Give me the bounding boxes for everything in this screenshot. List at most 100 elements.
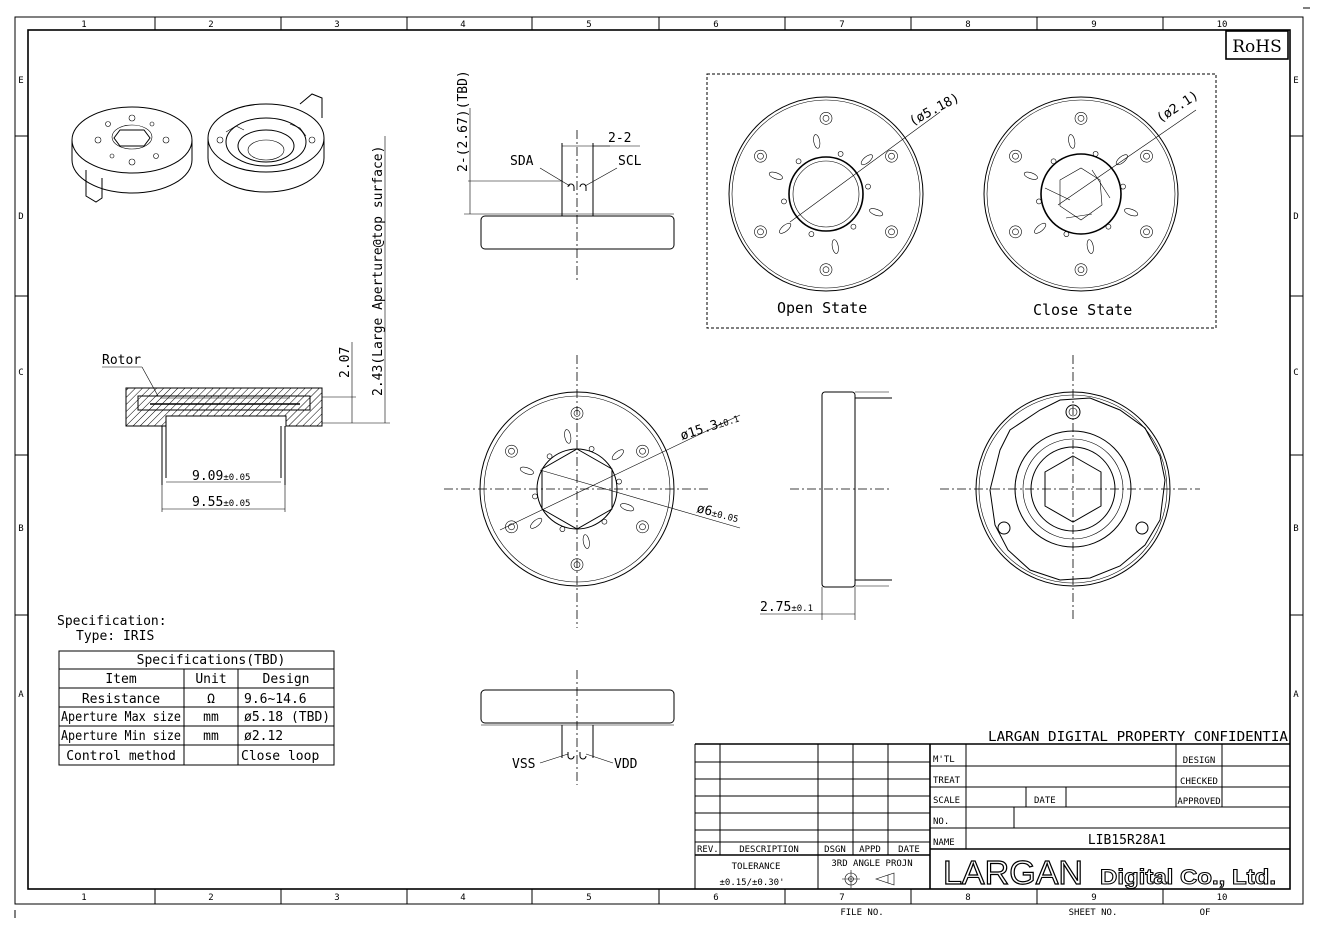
col-label: 2 xyxy=(208,20,213,30)
rotor-label: Rotor xyxy=(102,353,141,368)
mount-hole-icon xyxy=(636,520,649,534)
mtl-label: M'TL xyxy=(933,755,955,765)
col-label: 10 xyxy=(1217,20,1228,30)
file-no-label: FILE NO. xyxy=(840,908,883,918)
side-view-top: 2-(2.67)(TBD) 2-2 SDA SCL xyxy=(456,70,675,280)
treat-label: TREAT xyxy=(933,776,961,786)
mount-hole-icon xyxy=(570,558,584,571)
slot-icon xyxy=(860,154,873,166)
col-label: 6 xyxy=(713,893,718,903)
sheet-no-label: SHEET NO. xyxy=(1069,908,1118,918)
spec-cell: 9.6~14.6 xyxy=(244,692,307,707)
state-views: (ø5.18) Open State (ø2.1) Close State xyxy=(706,73,1217,329)
section-view: 9.09±0.05 9.55±0.05 Rotor 2.07 2.43(Larg… xyxy=(102,136,390,512)
mount-hole-icon xyxy=(1009,149,1022,163)
vdd-label: VDD xyxy=(614,757,638,772)
part-number: LIB15R28A1 xyxy=(1088,833,1166,848)
pin-hole-icon xyxy=(559,526,566,532)
vss-label: VSS xyxy=(512,757,535,772)
mount-hole-icon xyxy=(1012,228,1019,236)
slot-icon xyxy=(1023,171,1038,180)
col-label: 9 xyxy=(1091,20,1096,30)
row-labels: E D C B A E D C B A xyxy=(18,76,1299,700)
dim-275: 2.75±0.1 xyxy=(760,600,813,615)
row-label: E xyxy=(1293,76,1298,86)
dim-909: 9.09±0.05 xyxy=(192,469,250,484)
no-label: NO. xyxy=(933,817,949,827)
mount-hole-icon xyxy=(1077,266,1085,273)
slot-icon xyxy=(768,171,783,180)
close-dia-label: (ø2.1) xyxy=(1154,88,1202,126)
col-label: 5 xyxy=(586,893,591,903)
row-label: C xyxy=(1293,368,1298,378)
mount-hole-icon xyxy=(888,152,895,160)
mount-hole-icon xyxy=(1074,112,1088,125)
mount-hole-icon xyxy=(570,407,584,420)
dim-153: ø15.3±0.1 xyxy=(679,411,741,444)
sheet-border xyxy=(14,7,1310,918)
confidential-notice: LARGAN DIGITAL PROPERTY CONFIDENTIA xyxy=(988,730,1288,745)
dim-955: 9.55±0.05 xyxy=(192,495,250,510)
row-label: B xyxy=(18,524,23,534)
pin-hole-icon xyxy=(781,198,787,205)
slot-icon xyxy=(1068,134,1076,149)
mount-hole-icon xyxy=(885,225,898,239)
slot-icon xyxy=(831,239,839,254)
slot-icon xyxy=(620,503,635,512)
design-label: DESIGN xyxy=(1183,756,1216,766)
col-label: 5 xyxy=(586,20,591,30)
pin-hole-icon xyxy=(865,183,871,190)
mount-hole-icon xyxy=(1143,228,1150,236)
slot-icon xyxy=(519,466,534,475)
spec-cell: Ω xyxy=(207,692,215,707)
pin-hole-icon xyxy=(1050,158,1057,165)
col-label: 8 xyxy=(965,20,970,30)
col-label: 9 xyxy=(1091,893,1096,903)
col-label: 3 xyxy=(334,20,339,30)
date-label: DATE xyxy=(1034,796,1056,806)
spec-cell: mm xyxy=(203,729,219,744)
mount-hole-icon xyxy=(505,520,518,534)
close-state-label: Close State xyxy=(1033,301,1132,319)
rev-header: DSGN xyxy=(824,845,846,855)
height-tbd-label: 2-(2.67)(TBD) xyxy=(456,70,471,172)
spec-type: Type: IRIS xyxy=(76,629,154,644)
pin-hole-icon xyxy=(1036,198,1042,205)
mount-hole-icon xyxy=(888,228,895,236)
front-view: ø15.3±0.1 ø6±0.05 xyxy=(444,355,741,628)
mount-hole-icon xyxy=(573,410,581,417)
open-dia-label: (ø5.18) xyxy=(907,91,962,130)
row-label: E xyxy=(18,76,23,86)
col-label: 4 xyxy=(460,20,465,30)
open-state-label: Open State xyxy=(777,299,867,317)
pin-hole-icon xyxy=(808,231,815,237)
of-label: OF xyxy=(1200,908,1211,918)
rev-header: REV. xyxy=(697,845,719,855)
rohs-badge: RoHS xyxy=(1225,30,1289,60)
dim-207: 2.07 xyxy=(338,347,353,378)
dim-6: ø6±0.05 xyxy=(695,501,740,526)
rev-header: DATE xyxy=(898,845,920,855)
slot-icon xyxy=(1124,208,1139,217)
slot-icon xyxy=(813,134,821,149)
spec-cell: Close loop xyxy=(241,749,319,764)
mount-hole-icon xyxy=(757,228,764,236)
mount-hole-icon xyxy=(885,149,898,163)
isometric-view xyxy=(71,93,325,203)
rohs-text: RoHS xyxy=(1232,37,1282,57)
col-label: 7 xyxy=(839,20,844,30)
spec-cell: Control method xyxy=(66,749,176,764)
mount-hole-icon xyxy=(822,266,830,273)
spec-header-item: Item xyxy=(105,672,136,687)
pin-hole-icon xyxy=(1063,231,1070,237)
spec-cell: Aperture Min size xyxy=(61,729,181,744)
spec-cell: Aperture Max size xyxy=(61,710,181,725)
mount-hole-icon xyxy=(573,561,581,568)
mount-hole-icon xyxy=(822,115,830,122)
mount-hole-icon xyxy=(508,447,515,455)
mount-hole-icon xyxy=(819,263,833,276)
edge-view: 2.75±0.1 xyxy=(760,391,892,620)
spec-heading: Specification: xyxy=(57,614,167,629)
pin-hole-icon xyxy=(1092,151,1099,157)
rev-header: DESCRIPTION xyxy=(739,845,799,855)
